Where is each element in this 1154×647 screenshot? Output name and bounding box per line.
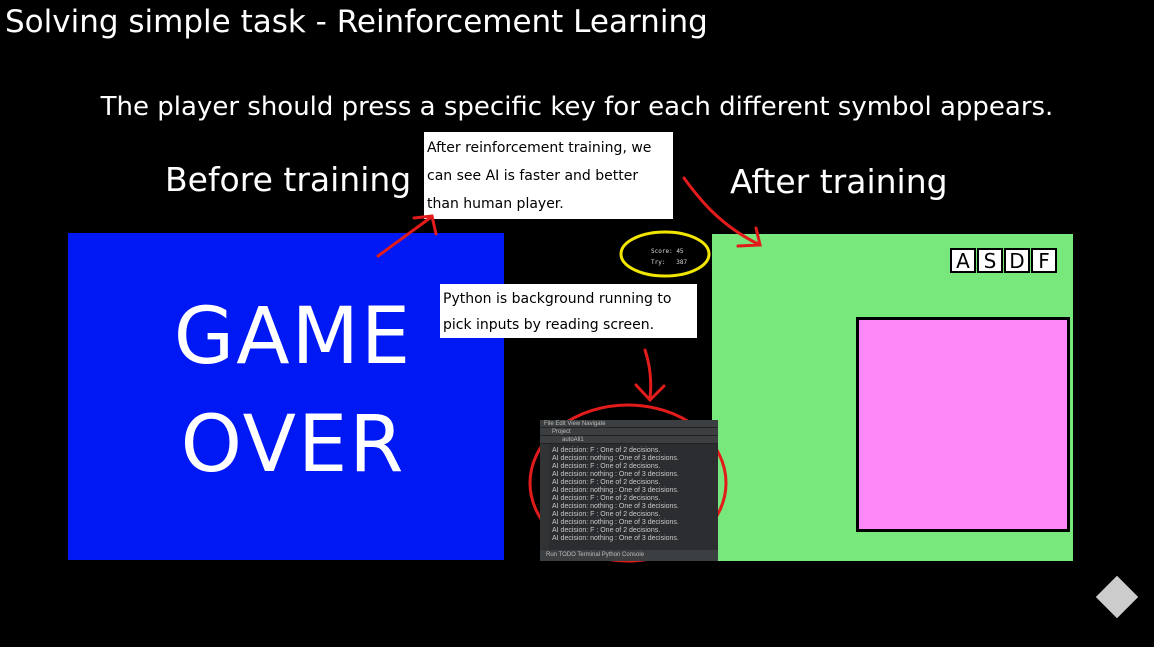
ai-caption: After reinforcement training, we can see…	[424, 132, 673, 219]
log-line: AI decision: nothing : One of 3 decision…	[552, 519, 679, 526]
video-title: Solving simple task - Reinforcement Lear…	[5, 4, 708, 40]
arrow-icon	[634, 348, 666, 403]
log-line: AI decision: nothing : One of 3 decision…	[552, 487, 679, 494]
python-caption: Python is background running to pick inp…	[440, 284, 697, 338]
game-over-text: GAME OVER	[173, 292, 413, 490]
subtitle: The player should press a specific key f…	[100, 92, 1054, 122]
log-line: AI decision: F : One of 2 decisions.	[552, 447, 661, 454]
ide-sidebar	[540, 444, 549, 549]
ide-menu: File Edit View Navigate	[540, 420, 718, 428]
ide-console-log: AI decision: F : One of 2 decisions. AI …	[552, 447, 679, 543]
log-line: AI decision: F : One of 2 decisions.	[552, 527, 661, 534]
diamond-icon	[1095, 575, 1139, 619]
log-line: AI decision: F : One of 2 decisions.	[552, 479, 661, 486]
ide-tab: autoAll1	[540, 436, 718, 444]
key-a: A	[950, 248, 976, 273]
log-line: AI decision: nothing : One of 3 decision…	[552, 455, 679, 462]
ide-footer: Run TODO Terminal Python Console	[540, 550, 718, 561]
log-line: AI decision: F : One of 2 decisions.	[552, 463, 661, 470]
before-heading: Before training	[165, 160, 412, 199]
key-f: F	[1031, 248, 1057, 273]
log-line: AI decision: F : One of 2 decisions.	[552, 511, 661, 518]
game-screen: A S D F	[712, 234, 1073, 561]
pink-symbol	[856, 317, 1070, 532]
game-over-screen: GAME OVER	[68, 233, 504, 560]
log-line: AI decision: nothing : One of 3 decision…	[552, 535, 679, 542]
try-value: 387	[676, 259, 688, 266]
score-readout: Score: 45 Try: 387	[651, 246, 687, 268]
ide-project: Project	[540, 428, 718, 436]
score-value: 45	[676, 248, 684, 255]
score-label: Score:	[651, 248, 673, 255]
key-s: S	[977, 248, 1003, 273]
key-legend: A S D F	[950, 248, 1058, 273]
ide-screenshot: File Edit View Navigate Project autoAll1…	[540, 420, 718, 561]
log-line: AI decision: F : One of 2 decisions.	[552, 495, 661, 502]
try-label: Try:	[651, 259, 666, 266]
log-line: AI decision: nothing : One of 3 decision…	[552, 471, 679, 478]
log-line: AI decision: nothing : One of 3 decision…	[552, 503, 679, 510]
key-d: D	[1004, 248, 1030, 273]
after-heading: After training	[730, 162, 948, 201]
